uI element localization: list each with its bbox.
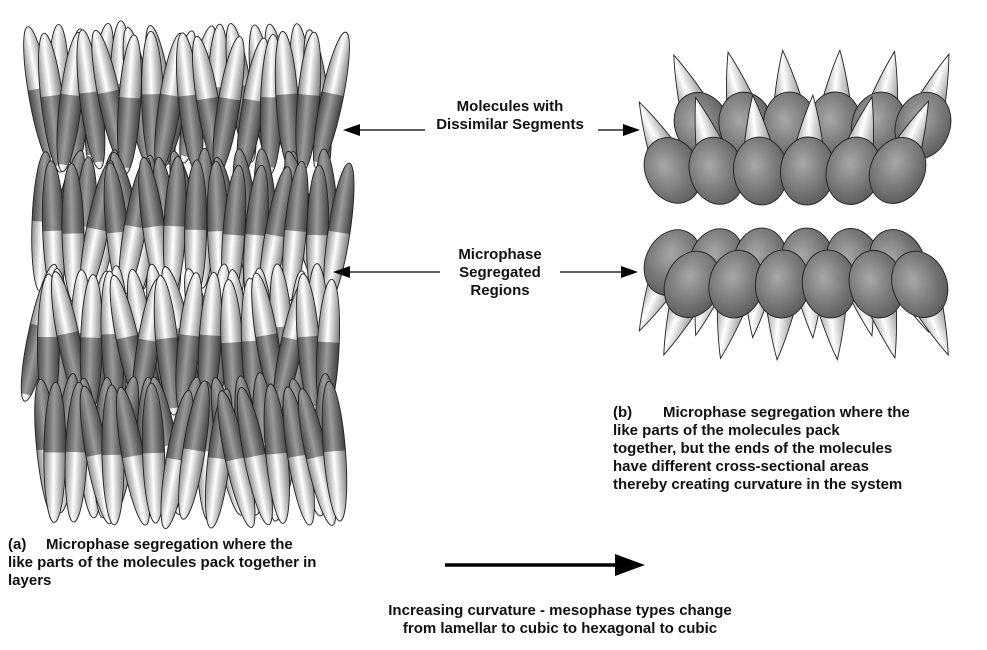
dissimilar-label-line2: Dissimilar Segments (400, 116, 620, 134)
caption-b-line1: Microphase segregation where the (663, 404, 910, 421)
curvature-note: Increasing curvature - mesophase types c… (380, 602, 740, 638)
curved-molecule-packing (615, 45, 974, 365)
lamellar-molecule-stack (14, 21, 360, 531)
segregated-regions-label: Microphase Segregated Regions (430, 246, 570, 300)
caption-a-line2: like parts of the molecules pack togethe… (8, 554, 428, 572)
caption-b-line2: like parts of the molecules pack (613, 422, 985, 440)
dissimilar-label-line1: Molecules with (400, 98, 620, 116)
segregated-label-line1: Microphase (430, 246, 570, 264)
caption-a-line1: Microphase segregation where the (46, 536, 293, 553)
segregated-label-line2: Segregated (430, 264, 570, 282)
caption-b-line5: thereby creating curvature in the system (613, 476, 985, 494)
caption-b-tag: (b) (613, 404, 663, 422)
curvature-arrow (445, 554, 645, 576)
dissimilar-segments-label: Molecules with Dissimilar Segments (400, 98, 620, 134)
caption-b-line3: together, but the ends of the molecules (613, 440, 985, 458)
curvature-note-line1: Increasing curvature - mesophase types c… (380, 602, 740, 620)
caption-b: (b)Microphase segregation where the like… (613, 404, 985, 494)
curvature-note-line2: from lamellar to cubic to hexagonal to c… (380, 620, 740, 638)
caption-a-tag: (a) (8, 536, 46, 554)
caption-a: (a)Microphase segregation where the like… (8, 536, 428, 590)
caption-a-line3: layers (8, 572, 428, 590)
caption-b-line4: have different cross-sectional areas (613, 458, 985, 476)
segregated-label-line3: Regions (430, 282, 570, 300)
